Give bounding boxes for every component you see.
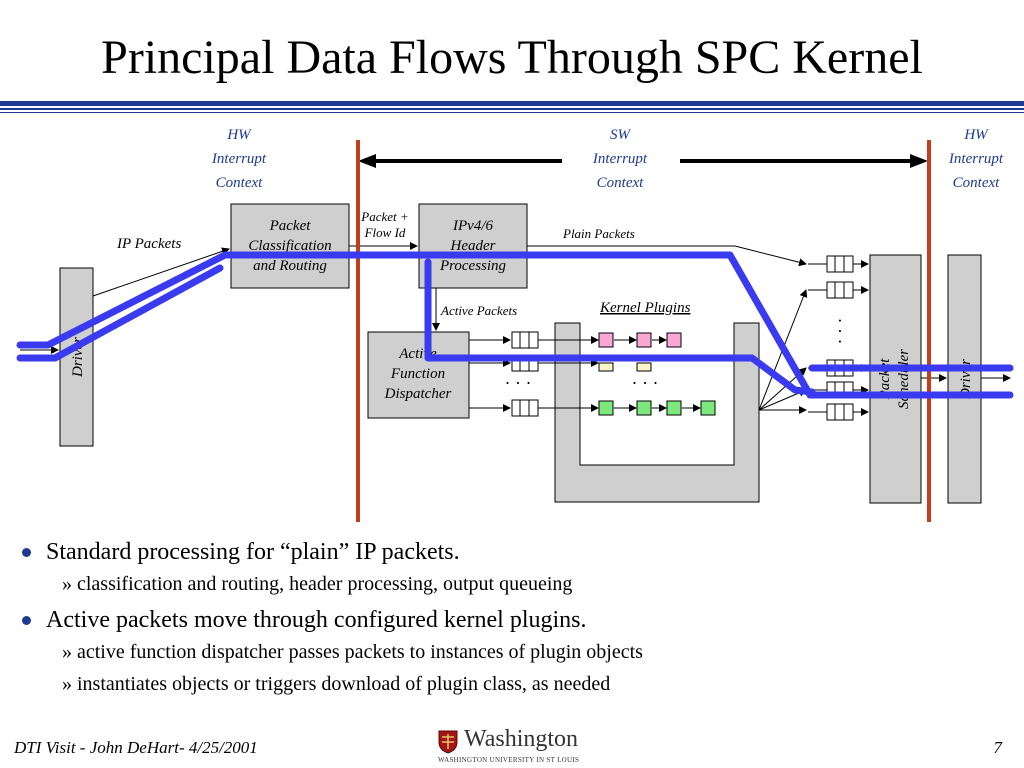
context-label-hw-right: HW: [963, 127, 989, 143]
sub-bullet: » active function dispatcher passes pack…: [62, 641, 643, 663]
logo-wordmark: Washington: [464, 726, 579, 752]
context-label-sw: Context: [597, 175, 644, 191]
title-rule-hairline: [0, 112, 1024, 113]
packet-scheduler-label: Scheduler: [896, 349, 912, 409]
context-label-hw-left: HW: [226, 127, 252, 143]
ip-header-processing-box: [418, 203, 528, 289]
driver-right-box: [947, 254, 982, 504]
queue-icon: [826, 281, 854, 299]
plugin-object-yellow: [598, 362, 614, 372]
logo-subtitle: WASHINGTON UNIVERSITY IN ST LOUIS: [438, 756, 580, 764]
context-label-sw: Interrupt: [592, 151, 648, 167]
bullet-dot-icon: [22, 616, 31, 625]
context-label-sw: SW: [610, 127, 632, 143]
kernel-plugins-container: [554, 322, 760, 503]
context-label-hw-right: Context: [953, 175, 1000, 191]
kernel-plugins-label: Kernel Plugins: [599, 300, 691, 316]
ip-header-label: Processing: [439, 258, 507, 274]
arrowhead-left: [358, 154, 376, 168]
university-logo: Washington WASHINGTON UNIVERSITY IN ST L…: [438, 726, 608, 766]
queue-icon: [826, 255, 854, 273]
title-rule: [0, 101, 1024, 106]
ip-packets-label: IP Packets: [116, 236, 181, 252]
plain-packets-label: Plain Packets: [562, 226, 635, 241]
data-flow-diagram: HW Interrupt Context SW Interrupt Contex…: [16, 127, 1014, 522]
sub-bullet: » instantiates objects or triggers downl…: [62, 673, 611, 695]
queue-icon: [511, 399, 539, 417]
bullet-dot-icon: [22, 548, 31, 557]
bullet-text: Standard processing for “plain” IP packe…: [46, 539, 460, 565]
title-rule-thin: [0, 108, 1024, 110]
packet-classification-label: Classification: [248, 238, 331, 254]
context-label-hw-right: Interrupt: [948, 151, 1004, 167]
bullet-text: Active packets move through configured k…: [46, 607, 587, 633]
packet-classification-box: [230, 203, 350, 289]
sub-bullet: » classification and routing, header pro…: [62, 573, 573, 595]
queue-icon: [826, 403, 854, 421]
plugin-object-green: [666, 400, 682, 416]
plugin-object-pink: [636, 332, 652, 348]
arrowhead-right: [910, 154, 928, 168]
packet-flow-id-label: Flow Id: [364, 225, 406, 240]
context-label-hw-left: Context: [216, 175, 263, 191]
active-dispatcher-label: Function: [390, 366, 445, 382]
plugin-object-pink: [598, 332, 614, 348]
active-dispatcher-label: Dispatcher: [384, 386, 452, 402]
context-label-hw-left: Interrupt: [211, 151, 267, 167]
plain-flow-path: [16, 251, 1014, 399]
packet-classification-label: Packet: [269, 218, 312, 234]
bullet-list: Standard processing for “plain” IP packe…: [22, 536, 1012, 700]
plugin-object-green: [598, 400, 614, 416]
plain-flow-path: [16, 264, 224, 362]
plugin-object-green: [636, 400, 652, 416]
ellipsis-label: · · ·: [830, 318, 850, 345]
packet-classification-label: and Routing: [253, 258, 327, 274]
ip-header-label: IPv4/6: [452, 218, 493, 234]
page-number: 7: [993, 738, 1003, 757]
bullet-item: Standard processing for “plain” IP packe…: [22, 536, 1012, 568]
footer-credit: DTI Visit - John DeHart- 4/25/2001: [14, 738, 258, 757]
shield-icon: [438, 730, 458, 754]
active-flow-path: [424, 258, 816, 396]
plugin-object-pink: [666, 332, 682, 348]
slide-title: Principal Data Flows Through SPC Kernel: [101, 31, 923, 84]
active-packets-label: Active Packets: [440, 303, 517, 318]
queue-icon: [511, 331, 539, 349]
arrow-header-to-scheduler: [734, 245, 807, 267]
packet-flow-id-label: Packet +: [360, 209, 408, 224]
packet-scheduler-box: [869, 254, 922, 504]
ip-header-label: Header: [450, 238, 496, 254]
arrow-driver-to-classification: [92, 247, 230, 297]
bullet-item: Active packets move through configured k…: [22, 604, 1012, 636]
ellipsis-label: · · ·: [505, 373, 532, 393]
active-function-dispatcher-box: [367, 331, 470, 419]
plugin-object-yellow: [636, 362, 652, 372]
ellipsis-label: · · ·: [632, 373, 659, 393]
plugin-object-green: [700, 400, 716, 416]
